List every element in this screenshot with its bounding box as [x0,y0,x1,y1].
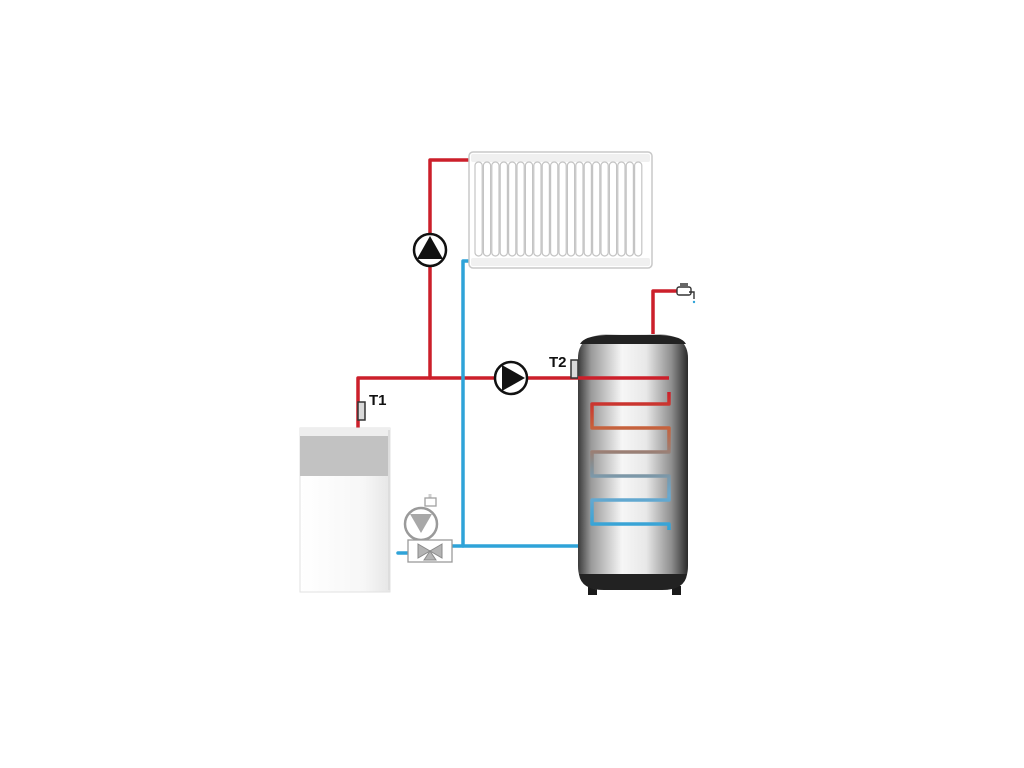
radiator-fin [633,161,643,257]
radiator-fin [533,161,542,257]
temperature-sensor-icon [357,401,366,421]
radiator-return-pipe [461,259,474,548]
radiator-fin [608,161,618,257]
radiator-fin [558,161,567,257]
radiator-fin [508,161,517,257]
hot-water-outlet-pipe [651,289,681,340]
radiator-fin [524,161,534,257]
radiator-fin [499,161,509,257]
sensor-label-t2: T2 [549,354,567,371]
temperature-sensor-icon [570,359,579,379]
radiator-fin [516,161,525,257]
sensor-label-t1: T1 [369,392,387,409]
radiator-fin [474,161,483,257]
radiator-fin [549,161,559,257]
radiator-fin [566,161,576,257]
storage-tank-icon [578,334,688,595]
radiator-fin [541,161,551,257]
radiator-fin [583,161,593,257]
radiator-supply-pipe [428,158,474,380]
radiator-fin [625,161,635,257]
faucet-icon [676,283,696,304]
radiator-fin [491,161,500,257]
circulation-pump-icon [412,232,448,268]
boiler-icon [299,427,391,593]
circulation-pump-icon [493,360,529,396]
radiator-fin [591,161,601,257]
radiator-fin [482,161,492,257]
radiator-icon [468,151,653,269]
heat-exchanger-coil [590,392,671,530]
pump-icon [403,497,439,542]
three-way-valve-icon [407,539,453,563]
radiator-fin [617,161,626,257]
radiator-fins [474,161,643,257]
radiator-fin [600,161,609,257]
radiator-fin [575,161,584,257]
